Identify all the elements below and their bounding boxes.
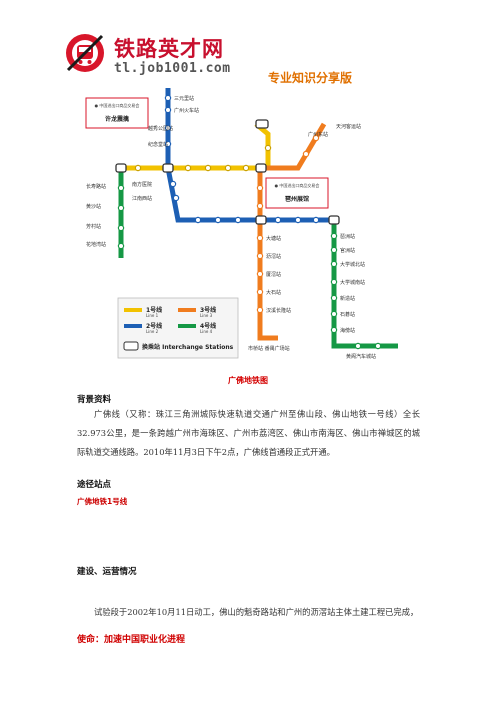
svg-text:大石站: 大石站 — [266, 289, 281, 296]
callout-left: ● 中国进出口商品交易会 许龙震擒 — [85, 97, 149, 129]
construction-text: 试验段于2002年10月11日动工，佛山的魁奇路站和广州的沥滘站主体土建工程已完… — [94, 607, 419, 617]
svg-text:纪念堂站: 纪念堂站 — [148, 141, 168, 148]
site-url[interactable]: tl.job1001.com — [114, 61, 231, 76]
svg-text:许龙震擒: 许龙震擒 — [105, 115, 129, 123]
svg-text:市桥站 番禺广场站: 市桥站 番禺广场站 — [248, 345, 290, 352]
site-name: 铁路英才网 — [114, 33, 224, 63]
svg-text:沥滘站: 沥滘站 — [266, 253, 281, 260]
svg-text:黄阁汽车城站: 黄阁汽车城站 — [346, 353, 376, 360]
svg-text:Line 1: Line 1 — [146, 313, 159, 318]
svg-text:1号线: 1号线 — [146, 306, 162, 314]
svg-text:长寿路站: 长寿路站 — [86, 183, 106, 190]
svg-text:换乘站 Interchange Stations: 换乘站 Interchange Stations — [142, 343, 234, 351]
svg-text:官洲站: 官洲站 — [340, 247, 355, 254]
svg-text:石碁站: 石碁站 — [340, 311, 355, 318]
site-name-cn: 铁路 — [114, 37, 158, 61]
stations-link[interactable]: 广佛地铁1号线 — [77, 497, 128, 506]
construction-title: 建设、运营情况 — [77, 567, 137, 577]
svg-text:大学城北站: 大学城北站 — [340, 261, 365, 268]
tagline: 专业知识分享版 — [268, 71, 353, 85]
map-caption: 广佛地铁图 — [228, 376, 268, 385]
site-header: 铁路英才网 tl.job1001.com — [64, 30, 264, 80]
svg-text:芳村站: 芳村站 — [86, 223, 101, 230]
svg-text:● 中国进出口商品交易会: ● 中国进出口商品交易会 — [275, 182, 320, 188]
svg-text:新造站: 新造站 — [340, 295, 355, 302]
svg-text:汉溪长隆站: 汉溪长隆站 — [266, 307, 291, 314]
svg-text:大塘站: 大塘站 — [266, 235, 281, 242]
svg-text:天河客运站: 天河客运站 — [336, 123, 361, 130]
svg-text:黄沙站: 黄沙站 — [86, 203, 101, 210]
svg-text:江南西站: 江南西站 — [132, 195, 152, 202]
svg-text:越秀公园站: 越秀公园站 — [148, 125, 173, 132]
svg-text:Line 2: Line 2 — [146, 329, 159, 334]
svg-text:4号线: 4号线 — [200, 322, 216, 330]
stations-title: 途径站点 — [77, 480, 112, 490]
svg-text:花地湾站: 花地湾站 — [86, 241, 106, 248]
svg-text:三元里站: 三元里站 — [174, 95, 194, 102]
svg-text:琶洲站: 琶洲站 — [340, 233, 355, 240]
svg-text:3号线: 3号线 — [200, 306, 216, 314]
map-legend: 1号线 Line 1 3号线 Line 3 2号线 Line 2 4号线 Lin… — [117, 297, 239, 359]
svg-text:● 中国进出口商品交易会: ● 中国进出口商品交易会 — [95, 102, 140, 108]
svg-text:南方医院: 南方医院 — [132, 181, 152, 188]
footer-mission: 使命：加速中国职业化进程 — [77, 635, 186, 645]
svg-text:广州东站: 广州东站 — [308, 131, 328, 138]
svg-text:厦滘站: 厦滘站 — [266, 271, 281, 278]
site-name-rest: 英才网 — [158, 37, 224, 61]
svg-text:2号线: 2号线 — [146, 322, 162, 330]
svg-text:Line 4: Line 4 — [200, 329, 213, 334]
background-text: 广佛线（又称：珠江三角洲城际快速轨道交通广州至佛山段、佛山地铁一号线）全长32.… — [77, 409, 420, 457]
svg-text:琶州展馆: 琶州展馆 — [285, 195, 309, 203]
svg-text:海傍站: 海傍站 — [340, 327, 355, 334]
callout-right: ● 中国进出口商品交易会 琶州展馆 — [265, 177, 329, 209]
svg-text:Line 3: Line 3 — [200, 313, 213, 318]
svg-text:广州火车站: 广州火车站 — [174, 107, 199, 114]
background-title: 背景资料 — [77, 395, 112, 405]
train-logo-icon — [66, 34, 104, 72]
svg-text:大学城南站: 大学城南站 — [340, 279, 365, 286]
metro-map: ● 中国进出口商品交易会 许龙震擒 ● 中国进出口商品交易会 琶州展馆 三元里站… — [78, 88, 404, 368]
